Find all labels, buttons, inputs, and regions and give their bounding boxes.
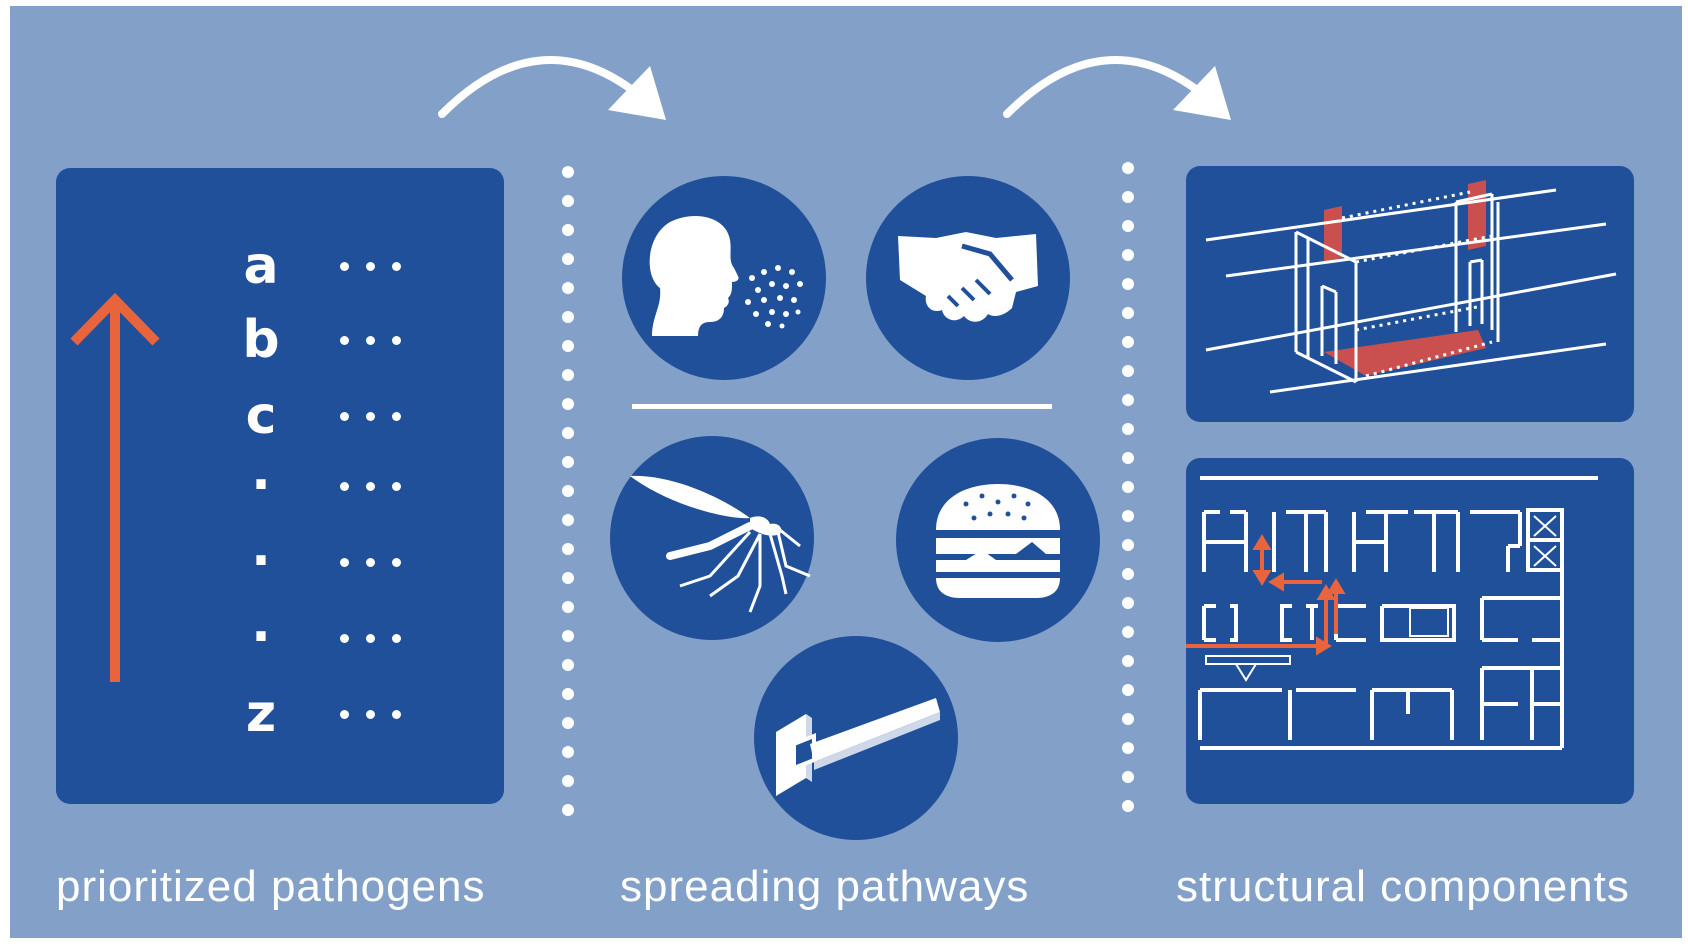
surface-circle xyxy=(754,636,958,840)
caption-structural-components: structural components xyxy=(1176,862,1630,911)
floor-plan-drawing xyxy=(1186,476,1598,750)
vector-circle xyxy=(610,436,814,640)
pathogen-letter: . xyxy=(251,518,271,578)
isometric-room-drawing xyxy=(1205,180,1617,394)
pathogen-letter: z xyxy=(245,684,277,744)
floor-plan-panel xyxy=(1186,458,1634,804)
mosquito-icon xyxy=(630,475,811,613)
contact-circle xyxy=(866,176,1070,380)
foodborne-circle xyxy=(896,438,1100,642)
handshake-icon xyxy=(898,232,1038,322)
curved-arrow-icon xyxy=(438,56,666,120)
priority-arrow-icon xyxy=(70,292,160,682)
dotted-separator xyxy=(562,166,574,816)
cough-droplet-icon xyxy=(649,216,803,336)
caption-prioritized-pathogens: prioritized pathogens xyxy=(56,862,486,911)
pathogen-letter: c xyxy=(245,386,277,446)
airborne-circle xyxy=(622,176,826,380)
pathogen-letter: a xyxy=(243,236,279,296)
door-handle-icon xyxy=(776,698,940,796)
pathogen-letter: b xyxy=(242,310,280,370)
curved-arrow-icon xyxy=(1003,56,1231,120)
pathway-divider xyxy=(632,404,1052,409)
burger-icon xyxy=(936,484,1060,598)
isometric-room-panel xyxy=(1186,166,1634,422)
dotted-separator xyxy=(1122,162,1134,812)
caption-spreading-pathways: spreading pathways xyxy=(620,862,1030,911)
pathogen-letter: . xyxy=(251,442,271,502)
pathogen-letter: . xyxy=(251,594,271,654)
